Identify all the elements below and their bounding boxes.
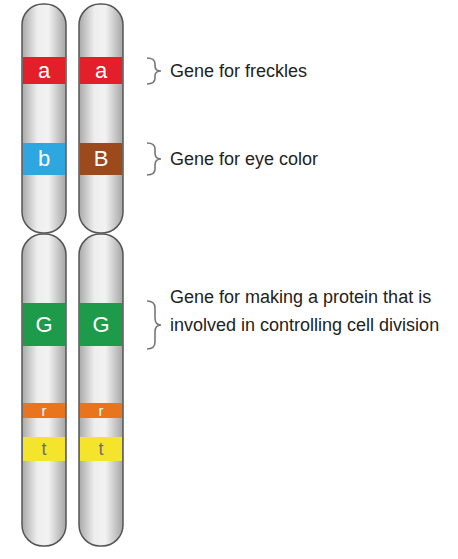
bracket (147, 58, 161, 84)
gene-band: r (80, 403, 122, 418)
chromosome-arm (79, 4, 123, 233)
gene-band: G (23, 303, 65, 346)
gene-band: a (80, 57, 122, 84)
gene-band: r (23, 403, 65, 418)
allele-letter: B (94, 148, 109, 170)
gene-description: Gene for eye color (170, 145, 450, 173)
allele-letter: a (38, 60, 50, 82)
allele-letter: G (92, 314, 109, 336)
chromosome-arm (22, 4, 66, 233)
bracket (147, 143, 161, 175)
gene-band: t (23, 437, 65, 461)
allele-letter: r (99, 403, 104, 418)
chromosome-arm (22, 234, 66, 546)
bracket (147, 301, 161, 349)
allele-letter: b (38, 148, 50, 170)
allele-letter: G (35, 314, 52, 336)
allele-letter: t (41, 440, 46, 458)
allele-letter: r (42, 403, 47, 418)
gene-description: Gene for making a protein that is involv… (170, 283, 440, 339)
gene-band: G (80, 303, 122, 346)
chromosome-arm (79, 234, 123, 546)
gene-band: b (23, 143, 65, 175)
gene-band: t (80, 437, 122, 461)
allele-letter: a (95, 60, 107, 82)
gene-description: Gene for freckles (170, 57, 450, 85)
allele-letter: t (98, 440, 103, 458)
gene-band: B (80, 143, 122, 175)
gene-band: a (23, 57, 65, 84)
